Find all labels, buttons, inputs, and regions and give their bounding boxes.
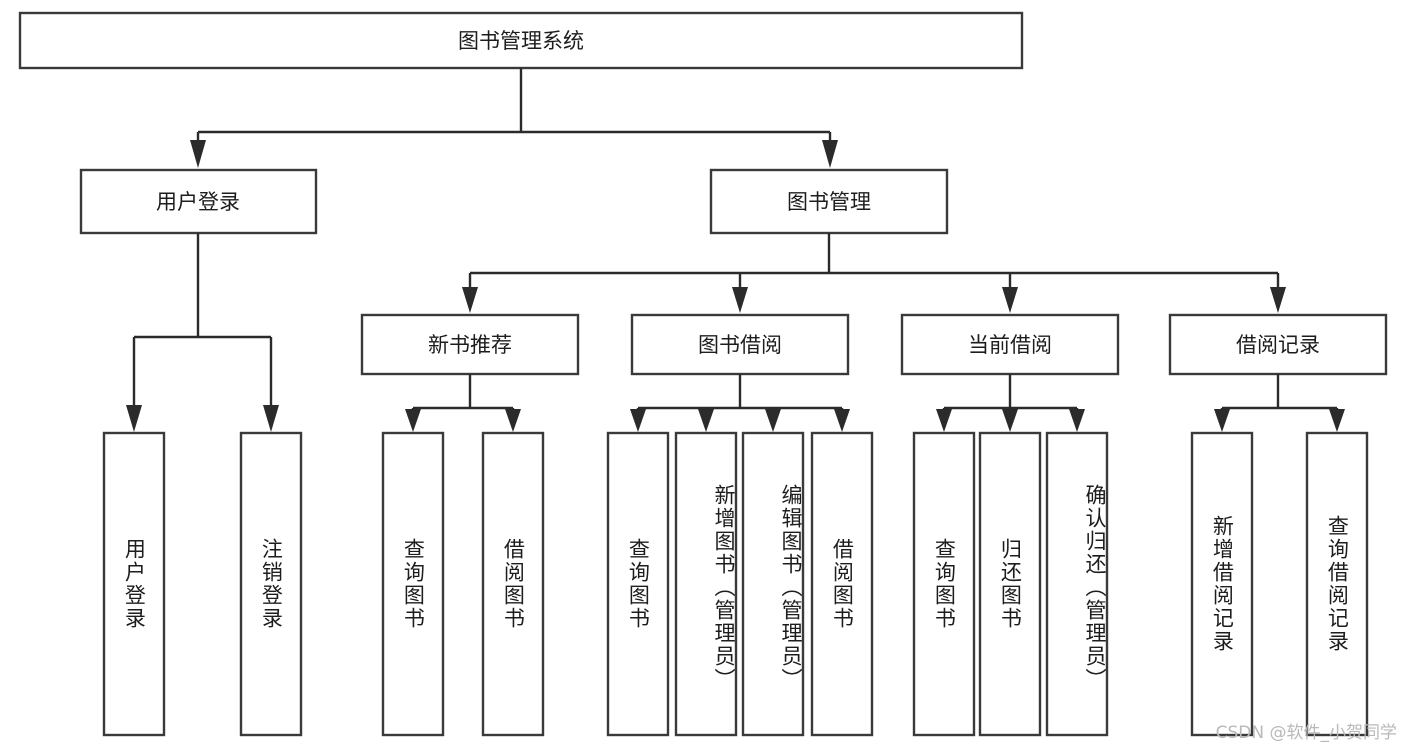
arrow-to-leaf-user-login <box>126 405 142 432</box>
arrow-to-book-borrow <box>732 287 748 313</box>
leaf-edit-book-admin-box[interactable] <box>741 431 805 737</box>
arrow-to-leaf-query-book-1 <box>405 409 421 432</box>
arrow-to-leaf-add-book-admin <box>698 409 714 432</box>
arrow-to-leaf-query-book-2 <box>630 409 646 432</box>
root-node[interactable]: 图书管理系统 <box>18 11 1024 70</box>
arrow-to-new-book-recommend <box>462 287 478 313</box>
leaf-return-book-box[interactable] <box>978 431 1042 737</box>
leaf-user-login-box[interactable] <box>102 431 166 737</box>
node-book-management-label: 图书管理 <box>787 190 871 214</box>
node-new-book-recommend-box[interactable] <box>360 313 580 376</box>
node-new-book-recommend[interactable]: 新书推荐 <box>360 313 580 376</box>
arrow-to-leaf-edit-book-admin <box>765 409 781 432</box>
leaf-confirm-return-admin-box[interactable] <box>1045 431 1109 737</box>
node-book-management-box[interactable] <box>709 168 949 235</box>
node-borrow-record[interactable]: 借阅记录 <box>1168 313 1388 376</box>
arrow-to-leaf-query-borrow-record <box>1329 409 1345 432</box>
arrow-to-leaf-borrow-book-1 <box>505 409 521 432</box>
leaf-query-book-2-box[interactable] <box>606 431 670 737</box>
node-current-borrow[interactable]: 当前借阅 <box>900 313 1120 376</box>
leaf-add-borrow-record-box[interactable] <box>1190 431 1254 737</box>
arrow-to-book-management <box>822 140 838 168</box>
node-user-login-label: 用户登录 <box>156 190 240 214</box>
arrow-to-leaf-return-book <box>1002 409 1018 432</box>
node-book-borrow[interactable]: 图书借阅 <box>630 313 850 376</box>
node-user-login[interactable]: 用户登录 <box>79 168 318 235</box>
node-book-management[interactable]: 图书管理 <box>709 168 949 235</box>
leaf-query-book-3-box[interactable] <box>912 431 976 737</box>
leaf-query-book-1-box[interactable] <box>381 431 445 737</box>
node-book-borrow-label: 图书借阅 <box>698 333 782 357</box>
node-new-book-recommend-label: 新书推荐 <box>428 333 512 357</box>
leaf-query-borrow-record-box[interactable] <box>1305 431 1369 737</box>
arrow-to-leaf-query-book-3 <box>936 409 952 432</box>
arrow-to-borrow-record <box>1270 287 1286 313</box>
arrow-to-user-login <box>190 140 206 168</box>
leaf-logout-box[interactable] <box>239 431 303 737</box>
root-node-box[interactable] <box>18 11 1024 70</box>
arrow-to-leaf-confirm-return-admin <box>1069 409 1085 432</box>
root-node-label: 图书管理系统 <box>458 29 584 53</box>
leaf-borrow-book-1-box[interactable] <box>481 431 545 737</box>
node-borrow-record-label: 借阅记录 <box>1236 333 1320 357</box>
node-current-borrow-label: 当前借阅 <box>968 333 1052 357</box>
leaf-borrow-book-2-box[interactable] <box>810 431 874 737</box>
arrow-to-leaf-add-borrow-record <box>1214 409 1230 432</box>
csdn-watermark: CSDN @软件_小贺同学 <box>1215 723 1397 743</box>
arrow-to-current-borrow <box>1002 287 1018 313</box>
leaf-add-book-admin-box[interactable] <box>674 431 738 737</box>
arrow-to-leaf-borrow-book-2 <box>834 409 850 432</box>
arrow-to-leaf-logout <box>263 405 279 432</box>
